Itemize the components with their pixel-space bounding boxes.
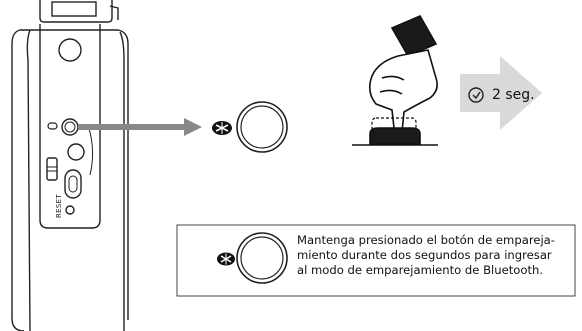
timer-arrow	[460, 56, 542, 130]
timer-label: 2 seg.	[492, 87, 535, 103]
callout-text: Mantenga presionado el botón de empareja…	[297, 233, 571, 278]
reset-label: RESET	[55, 194, 63, 218]
speaker-device	[11, 0, 129, 331]
pairing-button-large	[236, 101, 288, 153]
callout-box	[176, 224, 576, 297]
callout-line: miento durante dos segundos para ingresa…	[297, 248, 552, 262]
hand-pressing-icon	[352, 14, 438, 146]
bluetooth-badge-icon-small	[217, 252, 235, 266]
callout-line: al modo de emparejamiento de Bluetooth.	[297, 263, 544, 277]
bluetooth-badge-icon	[212, 121, 232, 135]
pointer-arrow	[78, 118, 202, 136]
callout-line: Mantenga presionado el botón de empareja…	[297, 233, 555, 247]
clock-check-icon	[468, 87, 484, 103]
